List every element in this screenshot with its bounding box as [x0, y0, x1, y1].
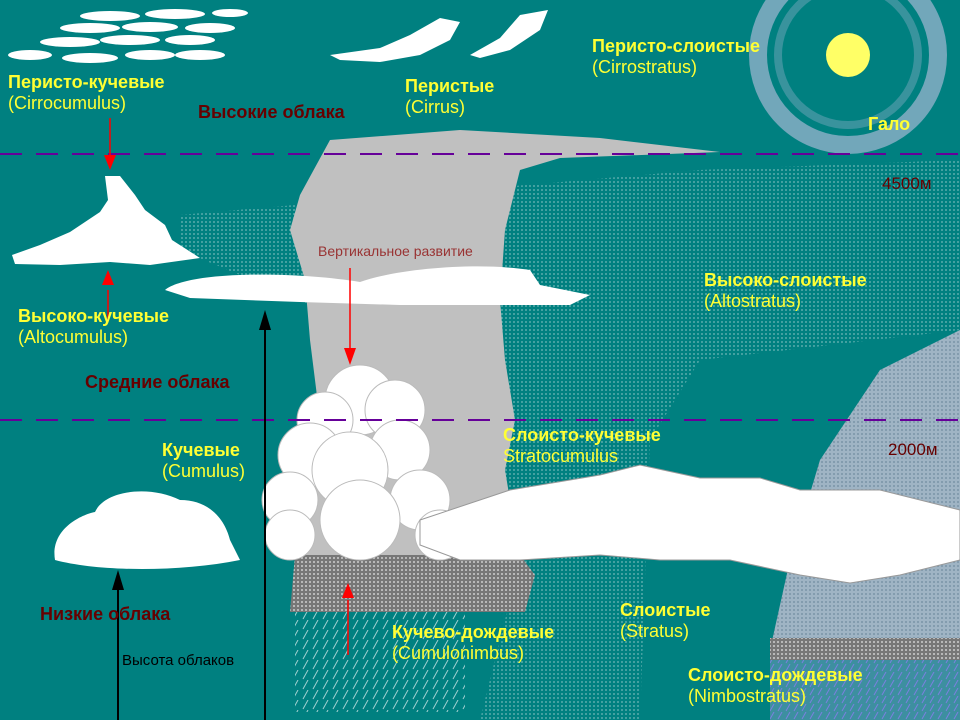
label-ru: Высоко-слоистые	[704, 270, 867, 290]
label-lat: (Stratus)	[620, 620, 690, 641]
label-lat: (Cirrus)	[405, 96, 465, 117]
arrow-down-icon	[344, 348, 356, 365]
label-nimbostratus: Слоисто-дождевые(Nimbostratus)	[688, 665, 863, 706]
label-lat: (Altocumulus)	[18, 326, 129, 347]
label-lat: (Cirrocumulus)	[8, 92, 127, 113]
altostratus-layer-cloud	[165, 266, 590, 305]
arrows	[102, 118, 356, 720]
level-middle: Средние облака	[85, 372, 230, 392]
nimbostratus-base	[770, 638, 960, 660]
label-ru: Гало	[868, 114, 911, 134]
label-ru: Перистые	[405, 76, 495, 96]
label-ru: Слоистые	[620, 600, 711, 620]
altocumulus-cloud	[12, 176, 200, 265]
label-ru: Кучево-дождевые	[392, 622, 555, 642]
cirrocumulus-cloud	[8, 9, 248, 63]
label-ru: Перисто-слоистые	[592, 36, 761, 56]
sun-icon	[826, 33, 870, 77]
label-lat: (Nimbostratus)	[688, 685, 807, 706]
label-cirrocumulus: Перисто-кучевые(Cirrocumulus)	[8, 72, 165, 113]
arrow-up-icon	[259, 310, 271, 330]
label-lat: Stratocumulus	[503, 445, 619, 466]
label-ru: Перисто-кучевые	[8, 72, 165, 92]
label-cumulonimbus: Кучево-дождевые(Cumulonimbus)	[392, 622, 554, 663]
level-high: Высокие облака	[198, 102, 345, 122]
arrow-up-icon	[342, 583, 354, 598]
nimbostratus-rain	[770, 660, 960, 720]
stratocumulus-cloud	[419, 464, 960, 584]
altitude-2000: 2000м	[888, 440, 938, 459]
arrow-down-icon	[104, 155, 116, 170]
arrow-up-icon	[112, 570, 124, 590]
annotation-vertical-development: Вертикальное развитие	[318, 243, 473, 259]
level-low: Низкие облака	[40, 604, 171, 624]
label-altostratus: Высоко-слоистые(Altostratus)	[704, 270, 867, 311]
label-cirrostratus: Перисто-слоистые(Cirrostratus)	[592, 36, 760, 77]
label-lat: (Cirrostratus)	[592, 56, 698, 77]
label-ru: Слоисто-дождевые	[688, 665, 863, 685]
label-ru: Высоко-кучевые	[18, 306, 170, 326]
label-cirrus: Перистые(Cirrus)	[405, 76, 494, 117]
cumulonimbus-base	[290, 555, 535, 612]
label-halo: Гало	[868, 114, 910, 135]
label-ru: Слоисто-кучевые	[503, 425, 661, 445]
label-cumulus: Кучевые(Cumulus)	[162, 440, 245, 481]
label-altocumulus: Высоко-кучевые(Altocumulus)	[18, 306, 169, 347]
cirrus-cloud	[330, 10, 548, 62]
annotation-cloud-height: Высота облаков	[122, 652, 235, 669]
arrow-up-icon	[102, 270, 114, 285]
cumulus-cloud	[54, 491, 241, 569]
halo	[749, 0, 947, 154]
cumulonimbus-rain	[295, 612, 465, 712]
altitude-4500: 4500м	[882, 174, 932, 193]
label-lat: (Cumulonimbus)	[392, 642, 525, 663]
label-lat: (Altostratus)	[704, 290, 802, 311]
label-lat: (Cumulus)	[162, 460, 246, 481]
label-stratus: Слоистые(Stratus)	[620, 600, 710, 641]
label-ru: Кучевые	[162, 440, 240, 460]
